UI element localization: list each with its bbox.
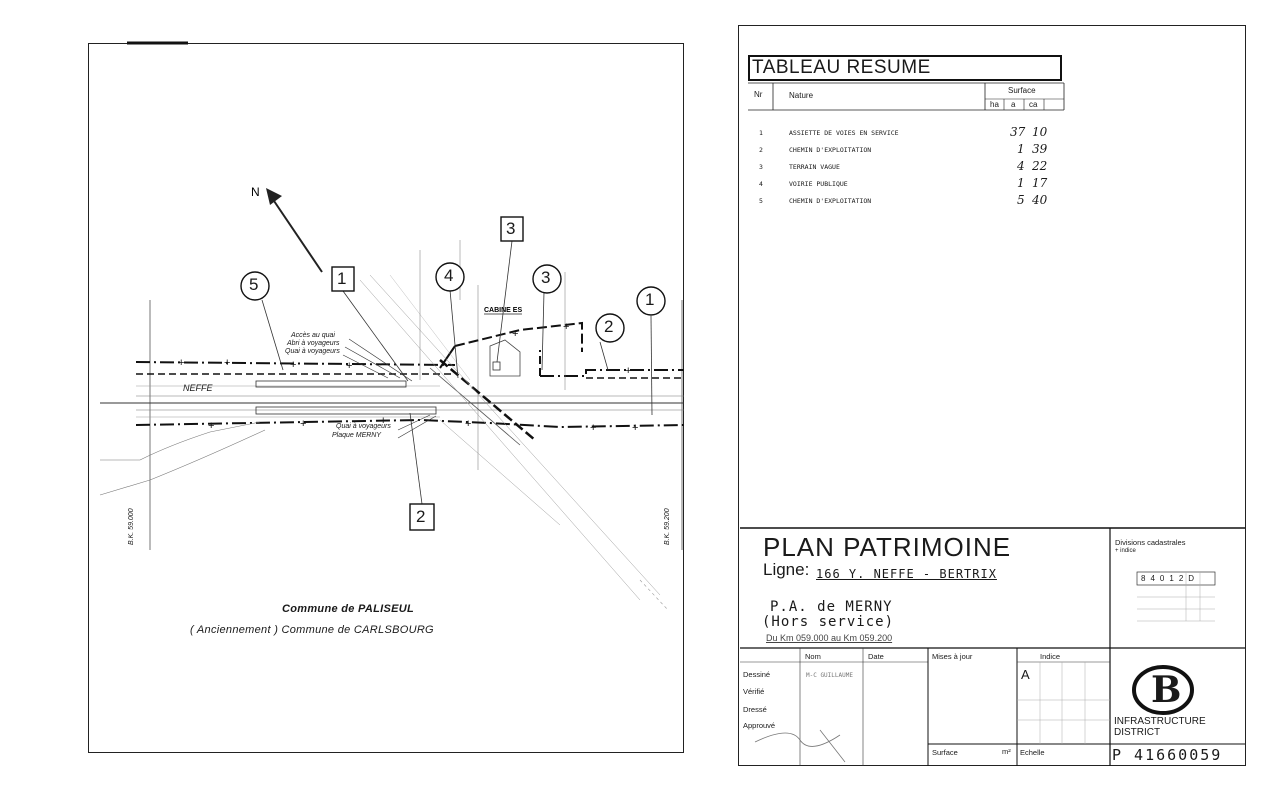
station-name: NEFFE: [183, 383, 213, 393]
row-ca: 40: [1032, 193, 1048, 207]
svg-text:+: +: [590, 422, 596, 434]
sig-row-verifie: Vérifié: [743, 687, 765, 696]
sig-header-nom: Nom: [805, 652, 821, 661]
sig-row-dresse: Dressé: [743, 705, 767, 714]
surface-unit: m²: [1002, 747, 1011, 756]
north-label: N: [251, 185, 260, 199]
row-nr: 4: [759, 180, 763, 188]
annotation-plaque: Plaque MERNY: [332, 432, 382, 439]
annotation-acces-quai: Accès au quai: [291, 332, 335, 339]
plan-frame: [88, 43, 684, 753]
echelle-label: Echelle: [1020, 748, 1045, 757]
infra-line-2: DISTRICT: [1114, 727, 1161, 738]
ligne-label: Ligne:: [763, 560, 810, 579]
row-ca: 22: [1032, 159, 1048, 173]
summary-title: TABLEAU RESUME: [748, 55, 1062, 81]
row-a: 1: [1017, 176, 1025, 190]
infra-line-1: INFRASTRUCTURE: [1114, 716, 1206, 727]
sub-ca: ca: [1029, 100, 1038, 109]
divisions-code: 84012D: [1141, 574, 1200, 583]
row-nature: CHEMIN D'EXPLOITATION: [789, 146, 872, 154]
row-nature: TERRAIN VAGUE: [789, 163, 840, 171]
sig-header-indice: Indice: [1040, 652, 1061, 661]
logo-letter: B: [1151, 669, 1182, 711]
place-line-2: (Hors service): [762, 614, 895, 630]
dessine-nom: M-C GUILLAUME: [806, 672, 853, 679]
sig-row-dessine: Dessiné: [743, 670, 771, 679]
row-a: 5: [1017, 193, 1025, 207]
svg-text:+: +: [346, 360, 352, 372]
row-a: 4: [1017, 159, 1025, 173]
row-a: 37: [1010, 125, 1026, 139]
circled-label-1: 1: [645, 290, 655, 309]
svg-text:+: +: [208, 420, 214, 432]
row-nature: CHEMIN D'EXPLOITATION: [789, 197, 872, 205]
annotation-quai-bottom: Quai à voyageurs: [336, 423, 391, 430]
sig-header-date: Date: [868, 652, 884, 661]
row-nr: 2: [759, 146, 763, 154]
row-ca: 17: [1032, 176, 1048, 190]
sub-ha: ha: [990, 100, 999, 109]
row-nr: 5: [759, 197, 763, 205]
circled-label-2: 2: [604, 317, 614, 336]
svg-text:+: +: [465, 418, 471, 430]
svg-text:+: +: [632, 422, 638, 434]
sncb-logo-icon: [1132, 665, 1194, 715]
svg-text:+: +: [625, 365, 631, 377]
sig-row-approuve: Approuvé: [743, 721, 776, 730]
divisions-sub: + indice: [1115, 548, 1136, 554]
plan-number: P 41660059: [1112, 746, 1223, 764]
col-nr: Nr: [754, 90, 763, 99]
commune-line-1: Commune de PALISEUL: [282, 603, 415, 615]
svg-text:+: +: [178, 357, 184, 369]
row-nr: 1: [759, 129, 763, 137]
row-nr: 3: [759, 163, 763, 171]
commune-line-2: ( Anciennement ) Commune de CARLSBOURG: [190, 624, 434, 636]
indice-value: A: [1021, 667, 1030, 682]
row-a: 1: [1017, 142, 1025, 156]
svg-text:+: +: [380, 415, 386, 427]
boxed-label-1: 1: [337, 269, 347, 288]
summary-sheet: [738, 25, 1246, 766]
km-range: Du Km 059.000 au Km 059.200: [766, 633, 893, 643]
row-nature: VOIRIE PUBLIQUE: [789, 180, 848, 188]
surface-label: Surface: [932, 748, 958, 757]
boxed-label-2: 2: [416, 507, 426, 526]
svg-text:+: +: [300, 418, 306, 430]
plan-title: PLAN PATRIMOINE: [763, 532, 1012, 562]
boxed-label-3: 3: [506, 219, 516, 238]
north-arrow-icon: [266, 188, 323, 273]
row-ca: 39: [1032, 142, 1048, 156]
row-nature: ASSIETTE DE VOIES EN SERVICE: [789, 129, 899, 137]
svg-text:+: +: [563, 321, 569, 333]
col-surface: Surface: [1008, 86, 1036, 95]
circled-label-3: 3: [541, 268, 551, 287]
sub-a: a: [1011, 100, 1016, 109]
svg-text:+: +: [290, 359, 296, 371]
annotation-quai-top: Quai à voyageurs: [285, 348, 340, 355]
sig-header-mises: Mises à jour: [932, 652, 973, 661]
circled-label-4: 4: [444, 266, 454, 285]
divisions-label: Divisions cadastrales: [1115, 538, 1186, 547]
circled-label-5: 5: [249, 275, 259, 294]
place-line-1: P.A. de MERNY: [770, 599, 893, 615]
ligne-value: 166 Y. NEFFE - BERTRIX: [816, 567, 997, 581]
col-nature: Nature: [789, 91, 814, 100]
annotation-abri: Abri à voyageurs: [287, 340, 340, 347]
row-ca: 10: [1032, 125, 1048, 139]
svg-text:+: +: [512, 328, 518, 340]
svg-text:+: +: [224, 357, 230, 369]
